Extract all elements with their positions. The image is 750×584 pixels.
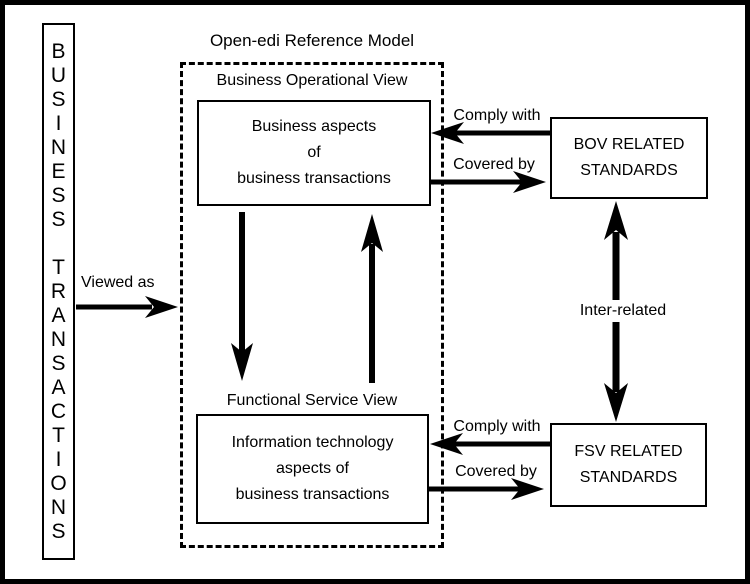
fsv-standards-box: FSV RELATED STANDARDS (550, 423, 707, 507)
fsv-section-label: Functional Service View (226, 392, 398, 409)
viewed-as-arrow (76, 296, 178, 318)
fsv-covered-arrow (429, 478, 544, 500)
bov-to-fsv-arrow (231, 212, 253, 381)
diagram-title: Open-edi Reference Model (209, 31, 415, 50)
fsv-to-bov-arrow (361, 214, 383, 383)
bov-section-label: Business Operational View (216, 72, 408, 89)
it-aspects-line: aspects of (276, 460, 349, 477)
inter-related-label: Inter-related (563, 300, 683, 322)
fsv-comply-label: Comply with (453, 418, 541, 435)
open-edi-model-boundary (180, 62, 444, 548)
bov-comply-label: Comply with (453, 107, 541, 124)
fsv-covered-label: Covered by (455, 463, 537, 480)
bov-standards-box: BOV RELATED STANDARDS (550, 117, 708, 199)
fsv-comply-arrow (430, 433, 550, 455)
bov-comply-arrow (431, 122, 550, 144)
viewed-as-label: Viewed as (81, 274, 155, 291)
business-aspects-box: Business aspects of business transaction… (197, 100, 431, 206)
business-aspects-line: business transactions (237, 170, 391, 187)
bov-covered-arrow (431, 171, 546, 193)
it-aspects-box: Information technology aspects of busine… (196, 414, 429, 524)
it-aspects-line: Information technology (231, 434, 394, 451)
business-aspects-line: of (307, 144, 321, 161)
bov-covered-label: Covered by (453, 156, 535, 173)
bov-standards-line: STANDARDS (580, 162, 678, 179)
it-aspects-line: business transactions (235, 486, 390, 503)
bov-standards-line: BOV RELATED (573, 136, 685, 153)
fsv-standards-line: FSV RELATED (574, 443, 683, 460)
business-aspects-line: Business aspects (251, 118, 377, 135)
fsv-standards-line: STANDARDS (579, 469, 678, 486)
